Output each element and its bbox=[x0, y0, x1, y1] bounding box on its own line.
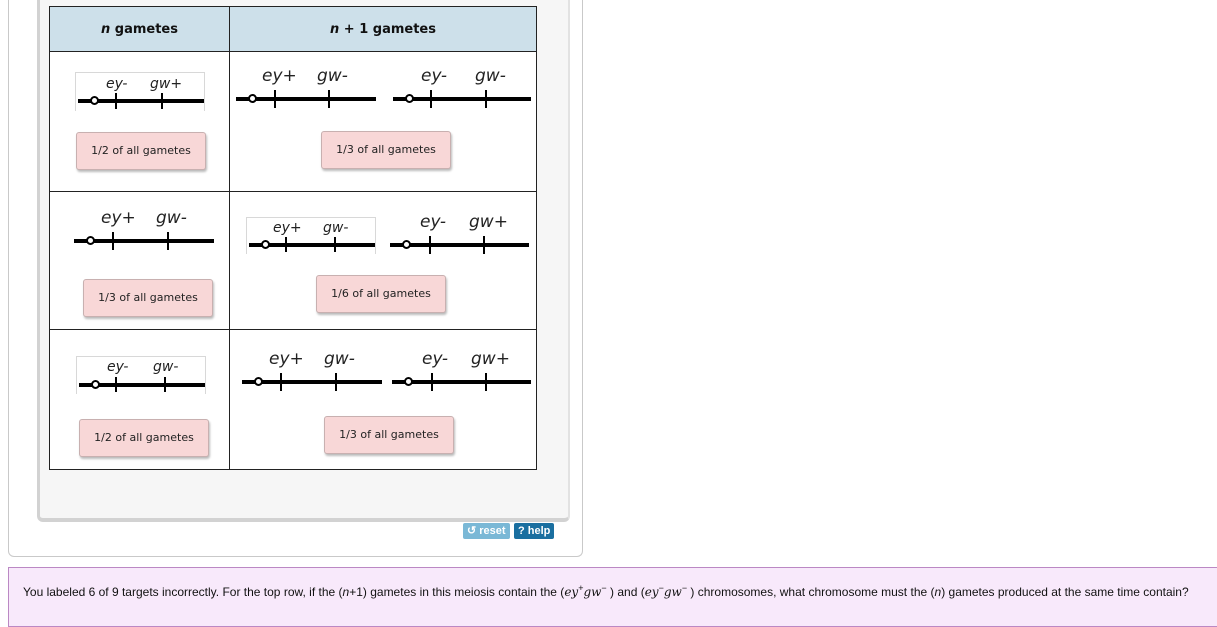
centromere bbox=[405, 94, 414, 103]
reset-button[interactable]: ↺ reset bbox=[463, 523, 510, 539]
answer-label[interactable]: 1/3 of all gametes bbox=[324, 416, 454, 454]
gene-label-gw: gw- bbox=[324, 349, 355, 369]
gametes-table: n gametes n + 1 gametes ey- gw+ 1/2 of a… bbox=[49, 6, 537, 470]
reset-icon: ↺ bbox=[467, 525, 480, 537]
gene-label-gw: gw- bbox=[475, 66, 506, 86]
centromere bbox=[404, 377, 413, 386]
chromosome: ey- gw+ bbox=[392, 349, 532, 391]
centromere bbox=[248, 94, 257, 103]
cell-n1: ey+ gw- ey- gw+ 1/6 of all gametes bbox=[229, 191, 537, 330]
table-row: ey- gw+ 1/2 of all gametes ey+ gw- bbox=[49, 51, 537, 192]
centromere bbox=[402, 240, 411, 249]
chromosome: ey- gw- bbox=[393, 66, 533, 108]
cell-n1: ey+ gw- ey- gw+ 1/3 of all gametes bbox=[229, 329, 537, 470]
centromere bbox=[91, 380, 100, 389]
table-header-row: n gametes n + 1 gametes bbox=[49, 6, 537, 52]
help-button[interactable]: ? help bbox=[514, 523, 555, 539]
gene-label-gw: gw- bbox=[323, 220, 349, 236]
answer-label[interactable]: 1/3 of all gametes bbox=[321, 131, 451, 169]
header-n1-gametes: n + 1 gametes bbox=[229, 6, 537, 52]
gene-label-gw: gw- bbox=[317, 66, 348, 86]
answer-label[interactable]: 1/6 of all gametes bbox=[316, 275, 446, 313]
gene-label-ey: ey+ bbox=[269, 349, 304, 369]
centromere bbox=[86, 236, 95, 245]
table-row: ey- gw- 1/2 of all gametes ey+ gw- bbox=[49, 329, 537, 470]
gene-label-ey: ey- bbox=[107, 359, 129, 375]
help-icon: ? bbox=[518, 525, 528, 537]
cell-n: ey+ gw- 1/3 of all gametes bbox=[49, 191, 230, 330]
chromosome: ey+ gw- bbox=[236, 66, 376, 108]
centromere bbox=[261, 240, 270, 249]
gene-label-gw: gw- bbox=[156, 208, 187, 228]
gene-label-ey: ey+ bbox=[101, 208, 136, 228]
chromosome: ey- gw- bbox=[79, 357, 205, 394]
feedback-message: You labeled 6 of 9 targets incorrectly. … bbox=[8, 567, 1217, 627]
gene-label-ey: ey+ bbox=[262, 66, 297, 86]
chromosome: ey- gw+ bbox=[78, 73, 204, 111]
gene-label-gw: gw+ bbox=[469, 212, 508, 232]
gene-label-gw: gw- bbox=[153, 359, 179, 375]
centromere bbox=[90, 96, 99, 105]
gene-label-ey: ey- bbox=[421, 66, 448, 86]
dropped-chromosome-label[interactable]: ey- gw- bbox=[76, 356, 206, 394]
dropped-chromosome-label[interactable]: ey+ gw- bbox=[246, 217, 376, 254]
dropped-chromosome-label[interactable]: ey- gw+ bbox=[75, 72, 205, 111]
chromosome: ey- gw+ bbox=[390, 212, 530, 254]
answer-label[interactable]: 1/2 of all gametes bbox=[79, 419, 209, 457]
gene-label-ey: ey- bbox=[422, 349, 449, 369]
answer-label[interactable]: 1/3 of all gametes bbox=[83, 279, 213, 317]
gene-label-gw: gw+ bbox=[471, 349, 510, 369]
cell-n: ey- gw+ 1/2 of all gametes bbox=[49, 51, 230, 192]
gene-label-gw: gw+ bbox=[150, 76, 183, 92]
gene-label-ey: ey- bbox=[106, 76, 128, 92]
gene-label-ey: ey+ bbox=[273, 220, 302, 236]
chromosome: ey+ gw- bbox=[249, 218, 375, 254]
chromosome: ey+ gw- bbox=[74, 208, 214, 250]
table-row: ey+ gw- 1/3 of all gametes ey+ gw- bbox=[49, 191, 537, 330]
gene-label-ey: ey- bbox=[420, 212, 447, 232]
header-n-gametes: n gametes bbox=[49, 6, 230, 52]
cell-n: ey- gw- 1/2 of all gametes bbox=[49, 329, 230, 470]
answer-label[interactable]: 1/2 of all gametes bbox=[76, 132, 206, 170]
cell-n1: ey+ gw- ey- gw- 1/3 of all gametes bbox=[229, 51, 537, 192]
centromere bbox=[254, 377, 263, 386]
chromosome: ey+ gw- bbox=[242, 349, 382, 391]
